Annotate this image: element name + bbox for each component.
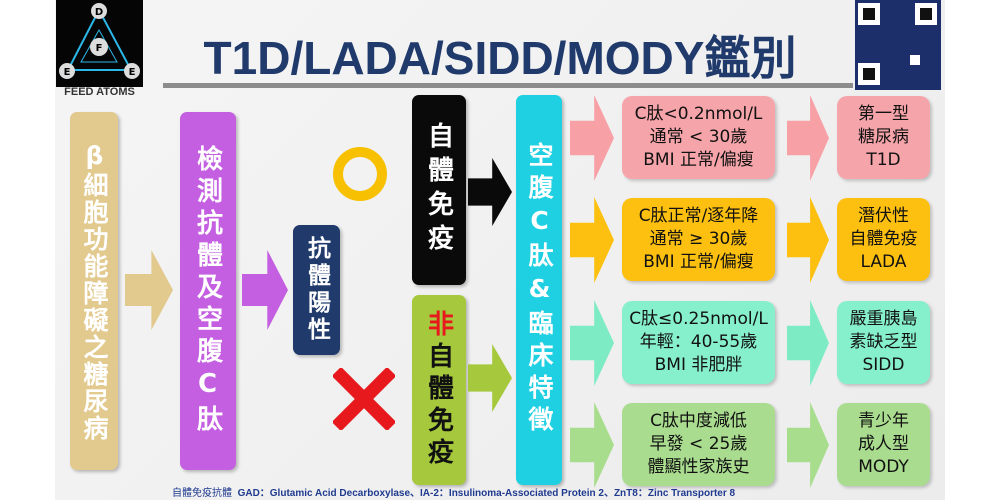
page-title: T1D/LADA/SIDD/MODY鑑別 xyxy=(203,32,797,84)
cpeptide-clinical-box: 空腹C肽&臨床特徵 xyxy=(516,95,562,485)
title-underline xyxy=(163,83,853,88)
criteria-line: C肽≤0.25nmol/L xyxy=(629,309,768,329)
diagnosis-box: 第一型糖尿病 T1D xyxy=(837,96,930,179)
diagnosis-box: 潛伏性自體免疫 LADA xyxy=(837,198,930,281)
criteria-line: 體顯性家族史 xyxy=(647,457,750,477)
autoimmune-box: 自體免疫 xyxy=(412,95,466,285)
qr-code[interactable] xyxy=(855,0,941,90)
diagnosis-line: 自體免疫 xyxy=(849,229,918,249)
criteria-box: C肽正常/逐年降通常 ≥ 30歲 BMI 正常/偏瘦 xyxy=(622,198,775,281)
svg-text:F: F xyxy=(96,43,103,54)
criteria-line: 早發 < 25歲 xyxy=(649,434,748,454)
diagnosis-line: 糖尿病 xyxy=(858,127,909,147)
criteria-line: C肽正常/逐年降 xyxy=(638,206,759,226)
diagnosis-line: 嚴重胰島 xyxy=(849,309,918,329)
footnote: 自體免疫抗體 GAD：Glutamic Acid Decarboxylase、I… xyxy=(172,484,735,499)
antibody-positive-box: 抗體陽性 xyxy=(293,225,340,355)
test-antibody-box: 檢測抗體及空腹C肽 xyxy=(180,112,236,470)
criteria-line: BMI 正常/偏瘦 xyxy=(643,150,754,170)
non-autoimmune-box: 非自體免疫 xyxy=(412,295,466,485)
diagnosis-line: SIDD xyxy=(862,355,905,375)
criteria-line: 通常 < 30歲 xyxy=(649,127,748,147)
diagnosis-line: 青少年 xyxy=(858,411,909,431)
non-prefix: 非 xyxy=(423,310,454,342)
diagnosis-box: 青少年成人型 MODY xyxy=(837,403,930,486)
svg-text:E: E xyxy=(64,67,71,78)
criteria-box: C肽<0.2nmol/L 通常 < 30歲 BMI 正常/偏瘦 xyxy=(622,96,775,179)
criteria-line: C肽中度減低 xyxy=(650,411,747,431)
footnote-label: 自體免疫抗體 xyxy=(172,488,232,499)
cross-no-icon xyxy=(333,368,395,430)
footnote-text: GAD：Glutamic Acid Decarboxylase、IA-2：Ins… xyxy=(237,488,736,499)
criteria-line: 年輕：40-55歲 xyxy=(639,332,758,352)
feed-atoms-logo: D F E E xyxy=(56,0,143,87)
diagnosis-line: 潛伏性 xyxy=(858,206,909,226)
diagnosis-line: 成人型 xyxy=(858,434,909,454)
svg-text:E: E xyxy=(129,67,136,78)
diagnosis-box: 嚴重胰島素缺乏型 SIDD xyxy=(837,301,930,384)
svg-text:D: D xyxy=(95,7,103,18)
diagnosis-line: MODY xyxy=(858,457,909,477)
criteria-line: BMI 正常/偏瘦 xyxy=(643,252,754,272)
diagnosis-line: 第一型 xyxy=(858,104,909,124)
non-autoimmune-label: 自體免疫 xyxy=(423,342,454,470)
criteria-line: BMI 非肥胖 xyxy=(654,355,743,375)
logo-text: FEED ATOMS xyxy=(64,86,135,98)
criteria-line: C肽<0.2nmol/L xyxy=(634,104,763,124)
diagnosis-line: T1D xyxy=(866,150,901,170)
criteria-box: C肽中度減低早發 < 25歲體顯性家族史 xyxy=(622,403,775,486)
atom-triangle-icon: D F E E xyxy=(59,3,140,79)
beta-cell-dysfunction-box: β細胞功能障礙之糖尿病 xyxy=(70,112,118,470)
criteria-box: C肽≤0.25nmol/L 年輕：40-55歲 BMI 非肥胖 xyxy=(622,301,775,384)
circle-yes-icon xyxy=(333,147,387,201)
diagnosis-line: 素缺乏型 xyxy=(849,332,918,352)
diagnosis-line: LADA xyxy=(860,252,907,272)
criteria-line: 通常 ≥ 30歲 xyxy=(649,229,748,249)
